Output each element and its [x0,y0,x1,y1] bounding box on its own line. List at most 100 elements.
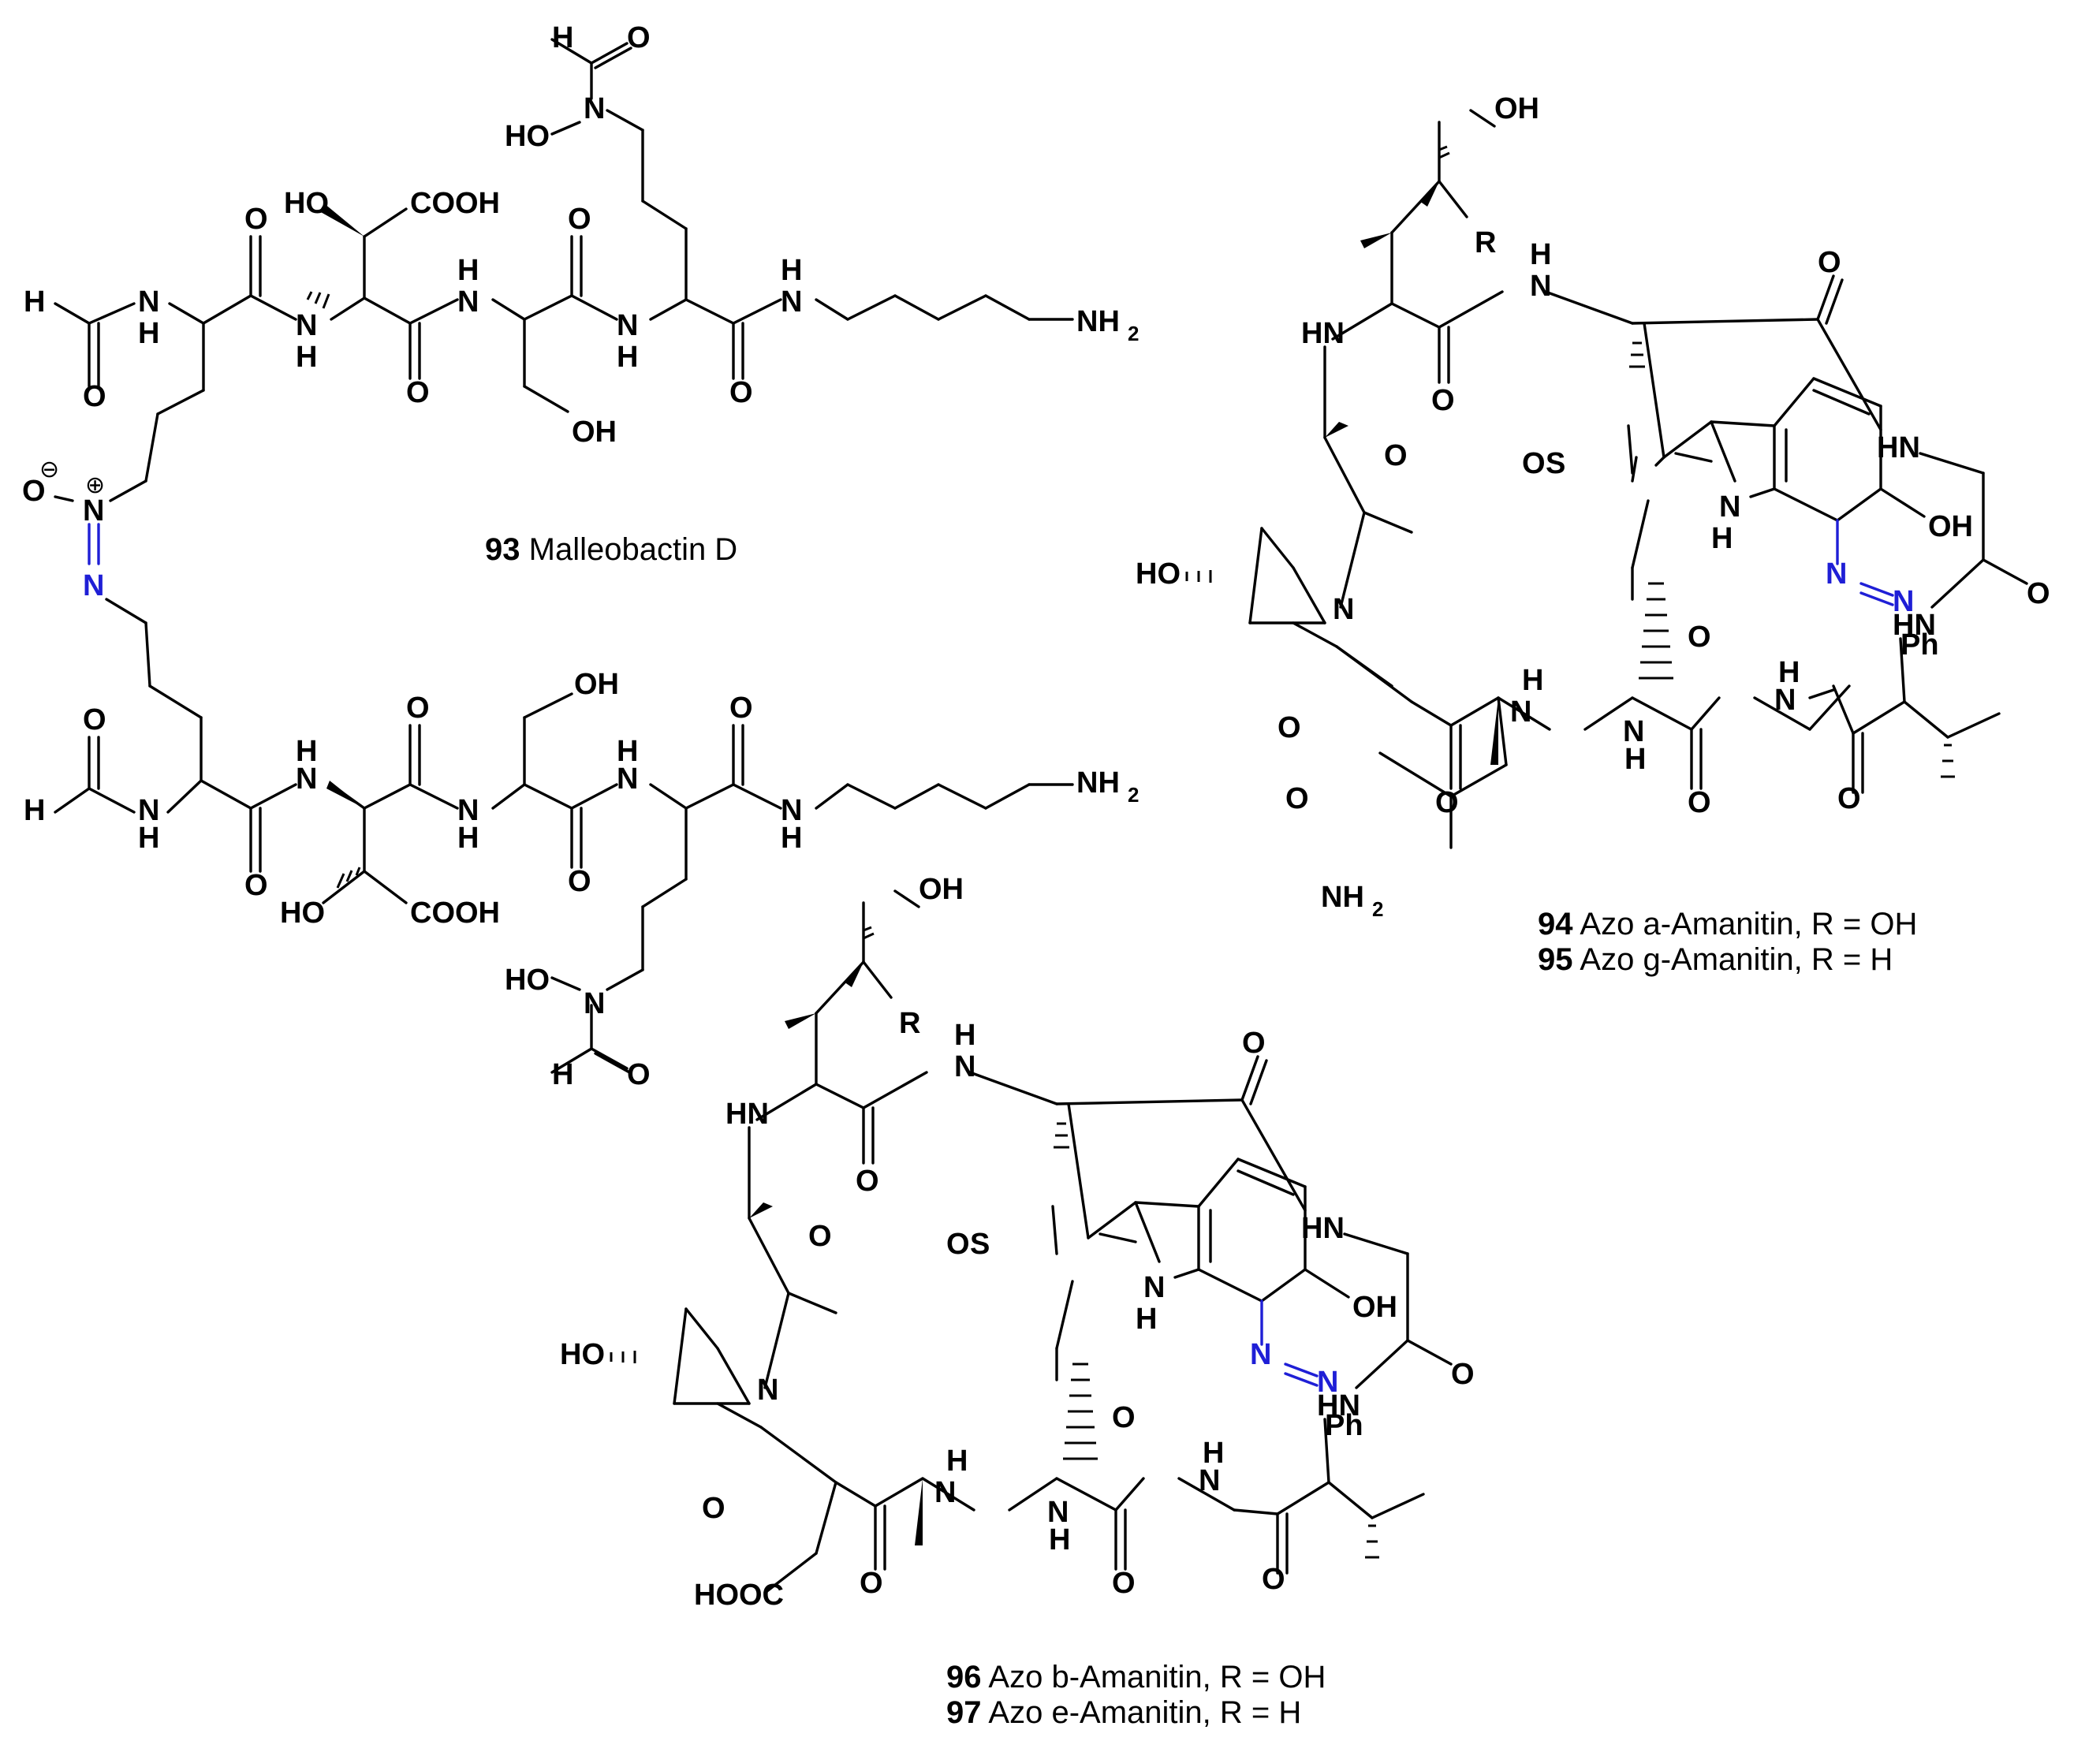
atom-label-n-azo: N [1317,1366,1338,1399]
compound-number-96: 96 [946,1660,982,1694]
atom-label-n: N [296,309,317,342]
structure-94-stereo-bonds [1185,145,1955,778]
atom-label-h: H [138,317,159,350]
caption-94: 94 Azo a-Amanitin, R = OH [1538,907,1917,941]
atom-label-h: H [24,794,45,827]
atom-label-ho: HO [505,120,550,153]
structure-96-atom-labels: OH R H N HN O O O O S HN N H OH N N Ph O… [560,873,1475,1612]
atom-label-h: H [946,1445,968,1478]
atom-label-h: H [296,341,317,374]
atom-label-hn: HN [1301,317,1345,350]
compound-name-97: Azo e-Amanitin, R = H [988,1695,1301,1730]
atom-label-n: N [457,794,479,827]
atom-label-h: H [296,735,317,768]
atom-label-cooh: COOH [410,187,500,220]
atom-label-n: N [1199,1464,1220,1497]
atom-label-o: O [244,203,268,236]
atom-label-h: H [552,1058,573,1091]
atom-label-hn: HN [725,1098,769,1131]
structure-94-bonds [1248,109,2028,849]
compound-number-97: 97 [946,1695,982,1730]
atom-label-nh2: NH [1321,881,1364,914]
atom-label-oh: OH [572,416,617,449]
atom-label-o: O [1837,782,1861,815]
atom-label-r: R [1475,226,1496,259]
structure-93-bonds [54,38,1074,1075]
atom-label-n: N [584,92,605,125]
atom-label-o: O [1688,621,1711,654]
atom-label-h: H [552,21,573,54]
atom-label-o: O [1431,384,1455,417]
atom-label-subscript: 2 [1128,783,1139,807]
atom-label-cooh: COOH [410,897,500,930]
atom-label-n: N [296,762,317,796]
atom-label-o: O [860,1567,883,1600]
atom-label-h: H [1522,664,1543,697]
atom-label-nh2: NH [1076,766,1120,800]
atom-label-h: H [954,1019,975,1052]
atom-label-n: N [781,794,802,827]
atom-label-n-azo: N [1826,557,1847,591]
atom-label-o: O [1435,786,1459,819]
atom-label-s: S [970,1228,990,1261]
atom-label-oh: OH [919,873,964,906]
atom-label-n: N [1530,270,1551,303]
atom-label-n: N [1333,593,1354,626]
atom-label-oh: OH [1928,510,1973,543]
atom-label-ho: HO [560,1338,605,1371]
atom-label-n-azo: N [1893,585,1914,618]
atom-label-n: N [1719,490,1740,524]
atom-label-h: H [1530,238,1551,271]
structure-93-atom-labels: H N H O O N H HO COOH O N H O OH N H O N… [22,21,1139,1091]
atom-label-hn: HN [1877,431,1920,464]
atom-label-o: O [1112,1567,1136,1600]
atom-label-o: O [946,1228,970,1261]
atom-label-o: O [856,1165,879,1198]
atom-label-o: O [627,1058,651,1091]
atom-label-oh: OH [574,668,619,701]
atom-label-subscript: 2 [1128,322,1139,345]
atom-label-o: O [808,1220,832,1253]
atom-label-n: N [757,1374,778,1407]
atom-label-hn: HN [1301,1212,1345,1245]
structure-96-bonds [673,889,1453,1594]
atom-label-oh: OH [1494,92,1539,125]
structure-96-97-azo-amanitin: OH R H N HN O O O O S HN N H OH N N Ph O… [560,873,1475,1730]
atom-label-n: N [138,794,159,827]
atom-label-h: H [457,822,479,855]
compound-name-93: Malleobactin D [529,532,738,567]
atom-label-ho: HO [284,187,329,220]
atom-label-n: N [584,987,605,1020]
atom-label-h: H [1203,1437,1224,1470]
structure-93-stereo-bonds [306,203,364,889]
atom-label-n: N [617,309,638,342]
atom-label-h: H [24,285,45,319]
atom-label-n: N [457,285,479,319]
atom-label-nh2: NH [1076,305,1120,338]
atom-label-o: O [627,21,651,54]
atom-label-n: N [1047,1496,1069,1529]
atom-label-n: N [954,1050,975,1083]
atom-label-n: N [934,1476,956,1509]
atom-label-o: O [2027,577,2050,610]
atom-label-n: N [1623,715,1644,748]
atom-label-o: O [83,380,106,413]
atom-label-h: H [1624,743,1646,776]
atom-label-o: O [568,203,591,236]
atom-label-s: S [1546,447,1565,480]
structure-96-stereo-bonds [610,926,1379,1559]
structure-93-malleobactin-d: H N H O O N H HO COOH O N H O OH N H O N… [22,21,1139,1091]
atom-label-subscript: 2 [1372,897,1383,921]
atom-label-n: N [617,762,638,796]
atom-label-o: O [1262,1563,1285,1596]
caption-97: 97 Azo e-Amanitin, R = H [946,1695,1301,1730]
compound-name-94: Azo a-Amanitin, R = OH [1580,907,1917,941]
atom-label-h: H [617,735,638,768]
atom-label-h: H [1778,656,1800,689]
atom-label-o: O [1278,711,1301,744]
atom-label-oh: OH [1352,1291,1397,1324]
compound-name-95: Azo g-Amanitin, R = H [1580,942,1893,977]
compound-number-94: 94 [1538,907,1573,941]
structure-94-95-azo-amanitin: OH R H N HN O O O O S HN N H OH N N Ph O… [1136,92,2050,977]
